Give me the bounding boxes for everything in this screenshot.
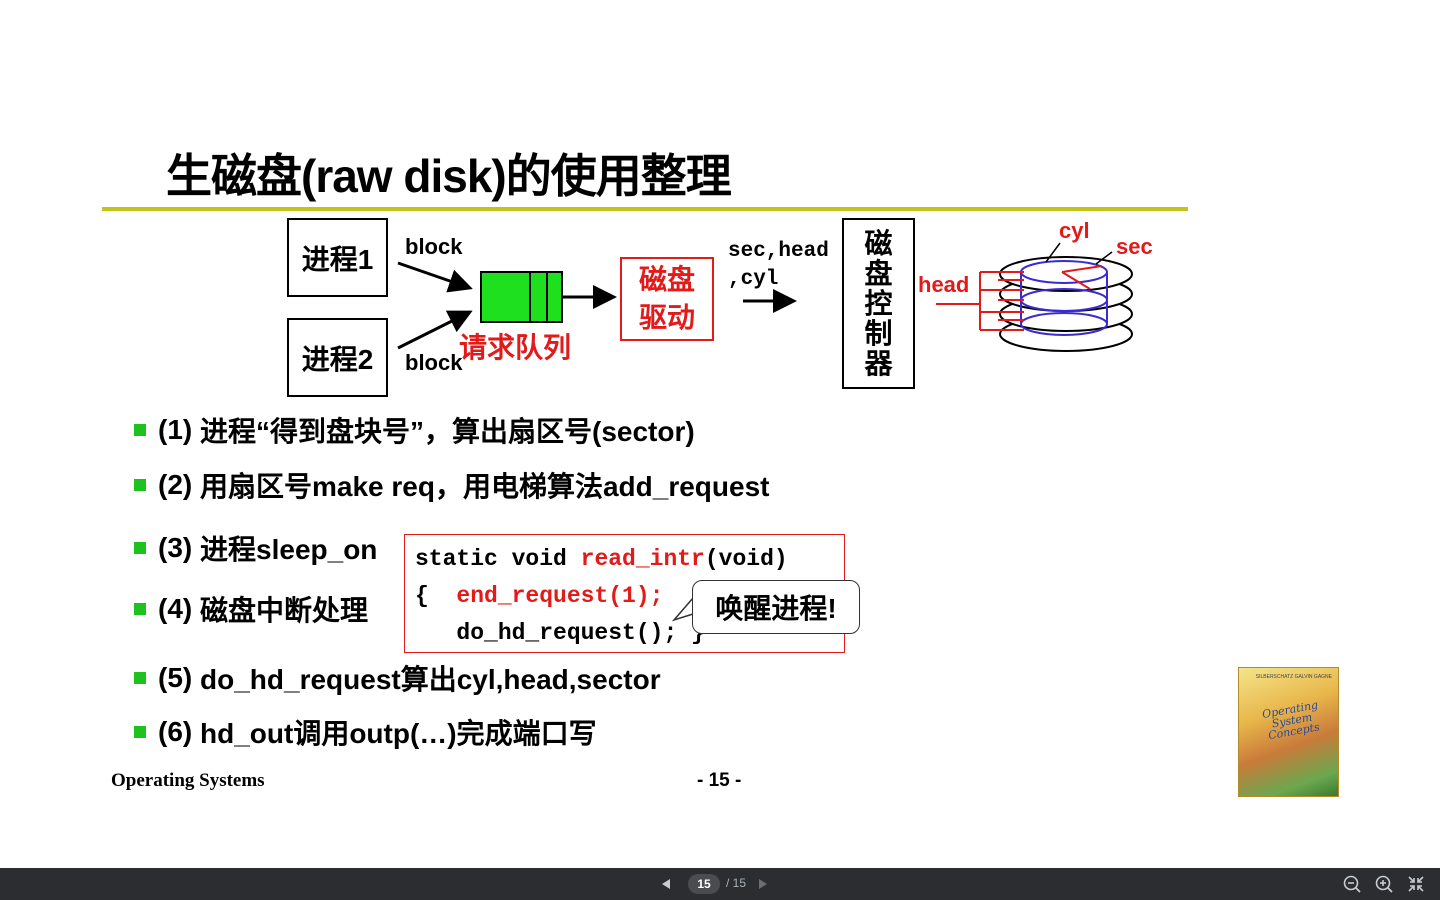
bullet-item-4: (4) 磁盘中断处理	[134, 589, 368, 629]
diagram-lines	[397, 242, 1133, 352]
code-line-3: do_hd_request(); }	[415, 620, 705, 646]
bullet-square-icon	[134, 672, 146, 684]
driver-line-2: 驱动	[638, 302, 695, 333]
arrow-process1-to-queue	[397, 261, 473, 293]
disk-platters	[999, 242, 1133, 352]
exit-fullscreen-icon[interactable]	[1404, 872, 1428, 896]
block-label-top: block	[405, 234, 463, 259]
process-1-box: 进程1	[287, 218, 388, 297]
callout-tail	[672, 597, 694, 622]
controller-char: 控	[864, 287, 893, 319]
prev-page-icon[interactable]	[654, 872, 678, 896]
params-line-1: sec,head	[728, 240, 829, 263]
bullet-square-icon	[134, 542, 146, 554]
code-line-1: static void read_intr(void)	[415, 546, 788, 572]
wake-process-callout: 唤醒进程!	[692, 580, 860, 634]
footer-course-name: Operating Systems	[111, 770, 265, 791]
disk-cyl-label: cyl	[1059, 218, 1090, 243]
footer-page-number: - 15 -	[697, 770, 742, 791]
next-page-icon[interactable]	[751, 872, 775, 896]
bullet-square-icon	[134, 726, 146, 738]
bullet-square-icon	[134, 424, 146, 436]
current-page-input[interactable]: 15	[688, 874, 720, 894]
disk-controller-box: 磁 盘 控 制 器	[842, 218, 915, 389]
total-pages-label: / 15	[726, 876, 747, 890]
disk-driver-box: 磁盘 驱动	[620, 257, 714, 341]
disk-sec-label: sec	[1116, 234, 1153, 259]
title-divider	[102, 207, 1188, 211]
bullet-item-3: (3) 进程sleep_on	[134, 528, 377, 568]
code-line-2: { end_request(1);	[415, 583, 664, 609]
zoom-in-icon[interactable]	[1372, 872, 1396, 896]
bullet-item-1: (1) 进程“得到盘块号”，算出扇区号(sector)	[134, 410, 695, 450]
block-label-bottom: block	[405, 350, 463, 375]
driver-line-1: 磁盘	[638, 264, 695, 295]
params-line-2: ,cyl	[728, 268, 779, 291]
bullet-item-6: (6) hd_out调用outp(…)完成端口写	[134, 712, 597, 752]
process-2-box: 进程2	[287, 318, 388, 397]
slide-title: 生磁盘(raw disk)的使用整理	[166, 150, 732, 202]
viewer-toolbar: 15 / 15	[0, 868, 1440, 900]
queue-label: 请求队列	[459, 332, 572, 363]
bullet-item-2: (2) 用扇区号make req，用电梯算法add_request	[134, 465, 769, 505]
book-cover-image: SILBERSCHATZ GALVIN GAGNE Operating Syst…	[1238, 667, 1339, 797]
arrow-process2-to-queue	[397, 310, 473, 350]
slide: 生磁盘(raw disk)的使用整理 进程1 进程2 block block	[102, 150, 1339, 797]
controller-char: 制	[864, 317, 893, 349]
zoom-out-icon[interactable]	[1340, 872, 1364, 896]
disk-heads	[936, 271, 1024, 331]
disk-head-label: head	[918, 272, 970, 297]
controller-char: 磁	[864, 227, 893, 259]
bullet-square-icon	[134, 479, 146, 491]
bullet-item-5: (5) do_hd_request算出cyl,head,sector	[134, 658, 661, 698]
controller-char: 器	[864, 347, 893, 379]
request-queue	[480, 271, 563, 323]
controller-char: 盘	[864, 257, 893, 289]
bullet-square-icon	[134, 603, 146, 615]
